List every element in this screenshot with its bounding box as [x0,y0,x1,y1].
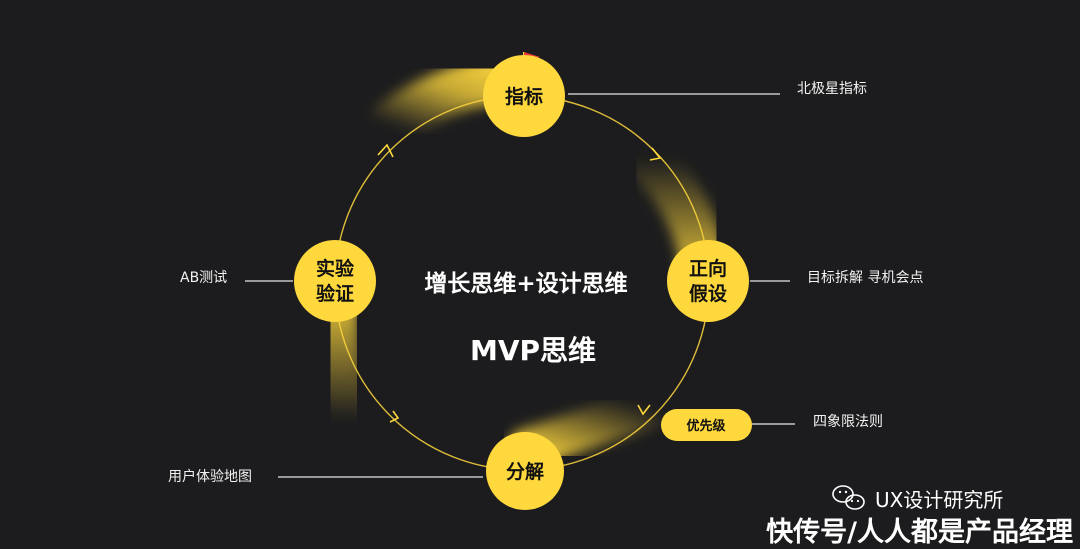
direction-arrows [377,143,662,423]
center-title: 增长思维+设计思维 [424,270,627,297]
node-metric: 指标 [483,52,565,137]
node-priority-label: 优先级 [686,418,726,434]
node-decompose-label: 分解 [506,460,544,483]
node-experiment-label-1: 实验 [316,257,355,280]
wechat-icon [832,485,865,510]
node-hypothesis-label-2: 假设 [689,282,727,305]
label-goal-breakdown: 目标拆解 寻机会点 [807,270,923,286]
label-journey-map: 用户体验地图 [168,468,252,485]
node-experiment-label-2: 验证 [316,282,354,305]
label-ab-test: AB测试 [180,270,227,286]
connector-lines [245,93,795,478]
node-hypothesis: 正向 假设 [667,240,749,322]
node-metric-label: 指标 [505,86,543,108]
node-priority: 优先级 [661,409,752,441]
label-north-star: 北极星指标 [797,81,867,97]
watermark-account: UX设计研究所 [875,488,1003,512]
watermark-platform: 快传号/人人都是产品经理 [766,516,1073,548]
node-experiment: 实验 验证 [294,240,376,322]
label-four-quadrant: 四象限法则 [813,414,883,430]
center-subtitle: MVP思维 [470,334,596,367]
node-hypothesis-label-1: 正向 [689,257,727,280]
watermark: UX设计研究所 快传号/人人都是产品经理 [766,485,1073,548]
node-decompose: 分解 [486,432,564,510]
